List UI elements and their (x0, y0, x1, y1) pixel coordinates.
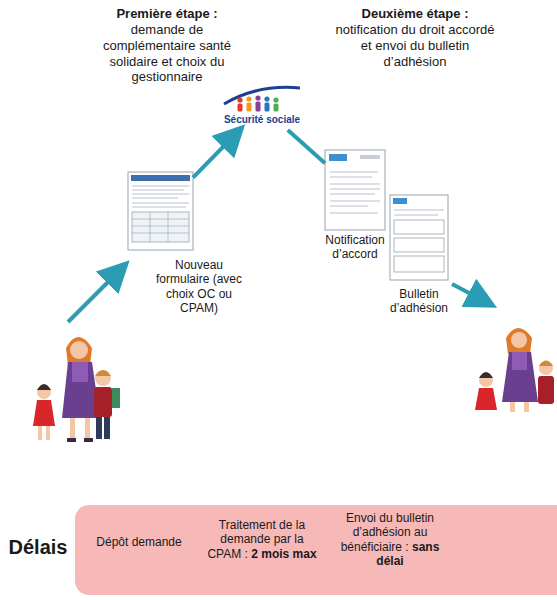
node-text: Bulletin d’adhésion (384, 287, 454, 316)
node-text: Sécurité sociale (222, 114, 302, 126)
family-illustration (475, 328, 554, 412)
node-text: Envoi du bulletin d’adhésion au bénéfici… (331, 511, 449, 569)
document-node: Notification d’accord (325, 150, 385, 230)
logo-node: Sécurité sociale (222, 84, 302, 130)
node-text: Nouveau formulaire (avec choix OC ou CPA… (152, 258, 246, 316)
flow-arrow (288, 130, 325, 163)
form-document (128, 172, 193, 250)
flow-arrow (193, 130, 240, 178)
section-label: Délais (2, 535, 74, 559)
form-node: Nouveau formulaire (avec choix OC ou CPA… (128, 172, 193, 250)
step-heading: Première étape : demande de complémentai… (92, 6, 242, 85)
node-text: Dépôt demande (83, 535, 195, 549)
flow-arrow (68, 266, 124, 322)
letter-document (325, 150, 385, 230)
node-text: Traitement de la demande par la CPAM : 2… (203, 518, 321, 561)
document-node: Bulletin d’adhésion (390, 195, 448, 280)
step-heading: Deuxième étape : notification du droit a… (330, 6, 500, 69)
flow-arrow (452, 284, 490, 304)
family-illustration (33, 337, 120, 442)
node-text: Notification d’accord (315, 233, 395, 262)
form-document (390, 195, 448, 280)
logo-mark (224, 87, 300, 111)
delay-band: Dépôt demande Traitement de la demande pa… (75, 505, 557, 595)
